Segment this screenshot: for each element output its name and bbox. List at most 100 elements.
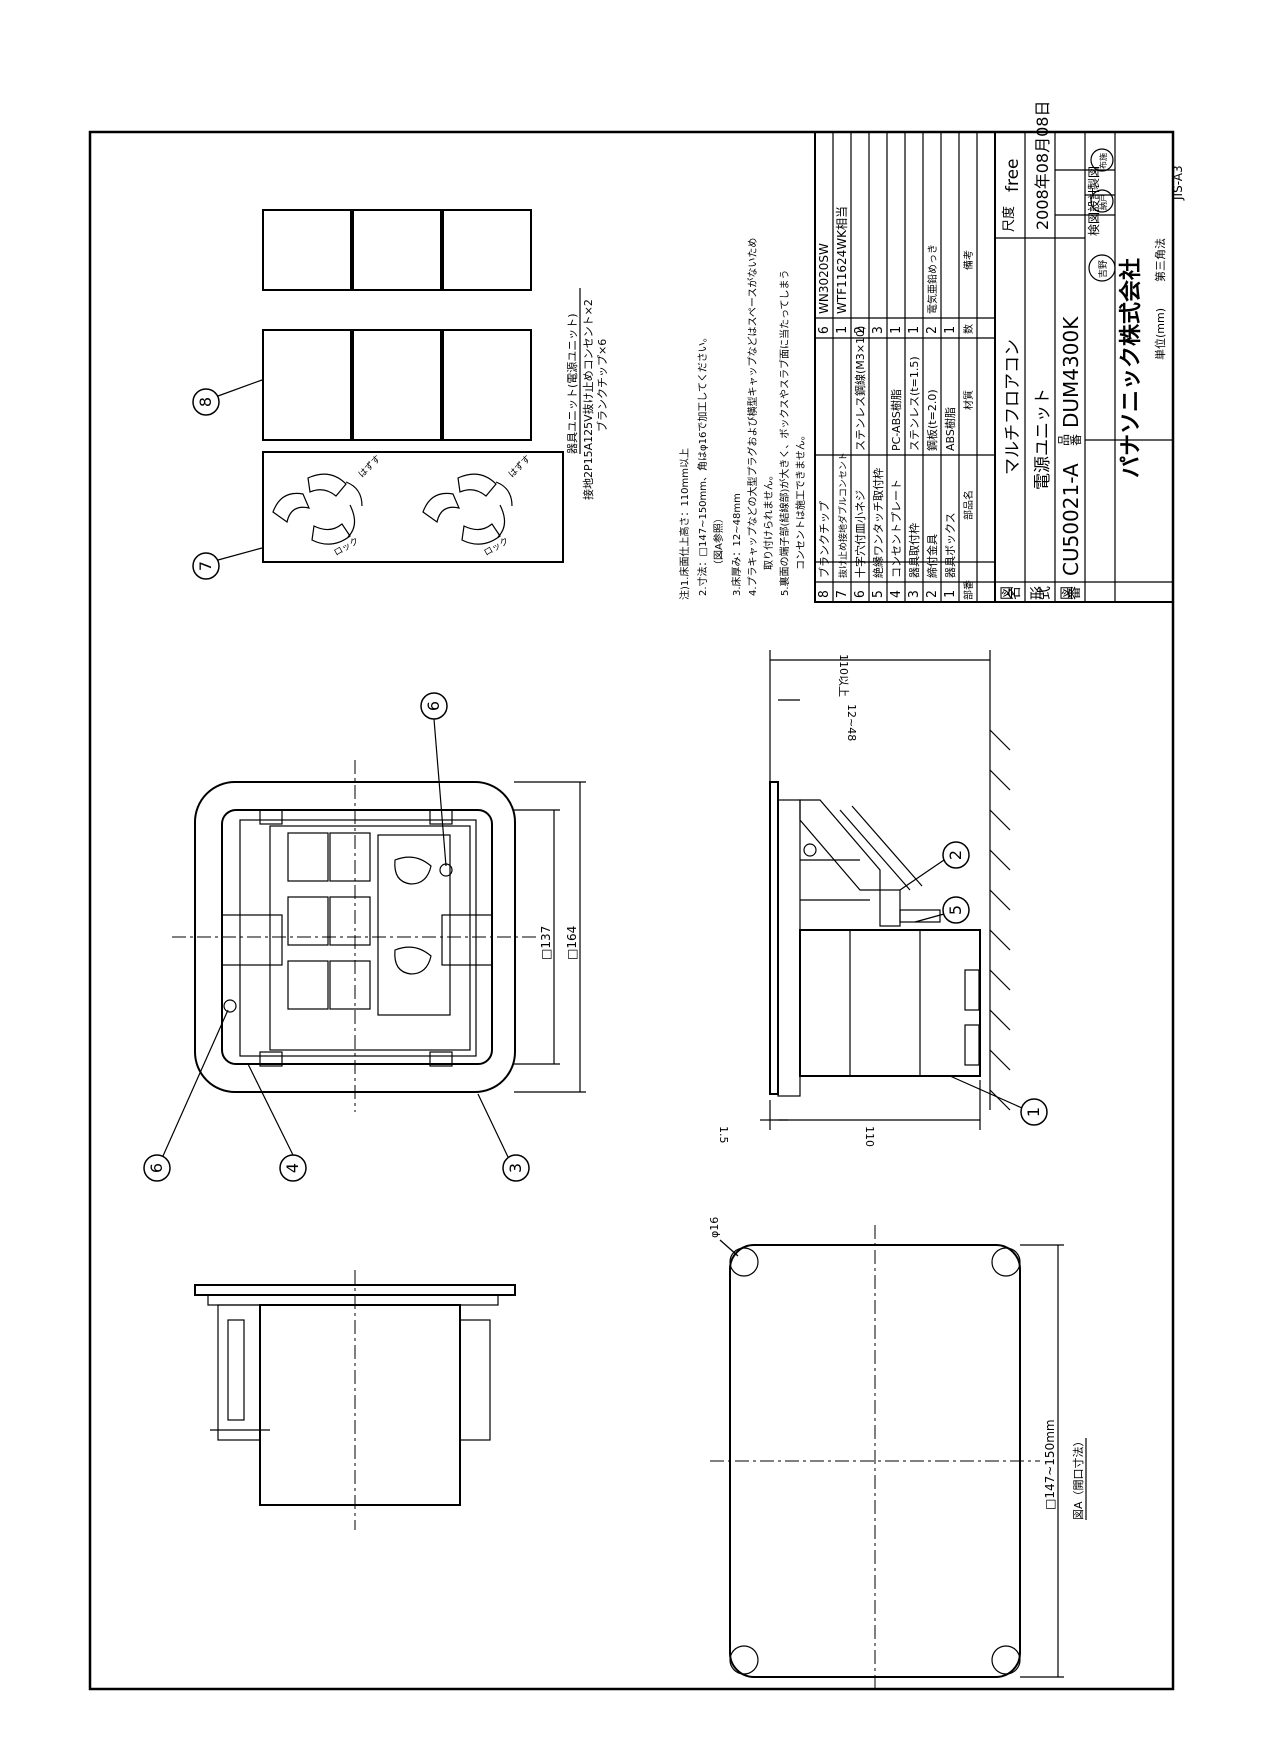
svg-text:布施: 布施 [1098, 153, 1108, 169]
svg-text:1: 1 [1024, 1107, 1043, 1117]
blank-chip [442, 329, 532, 441]
blank-chip-top [329, 960, 371, 1010]
blank-chip-top [329, 896, 371, 946]
dim-12-48: 12~48 [845, 704, 858, 741]
component-note-line2: ブランクチップ×6 [595, 339, 609, 432]
row-label-formula: 式 [1037, 586, 1053, 600]
blank-chip [442, 209, 532, 291]
svg-text:8: 8 [196, 397, 215, 407]
scale-label: 尺度 [1001, 206, 1017, 232]
opening-view: φ16 □147~150mm 図A（開口寸法） [708, 1217, 1087, 1690]
balloon-6a: 6 [420, 692, 448, 867]
parts-header-remarks: 備考 [962, 250, 975, 270]
stamp-check: 吉野 [1088, 254, 1116, 282]
side-box [259, 1304, 461, 1506]
outlet-top [377, 834, 451, 1016]
parts-row-3-qty: 1 [907, 326, 922, 334]
note-line-6: 取り付けられません。 [762, 470, 775, 570]
svg-text:6: 6 [147, 1163, 166, 1173]
blank-chip-top [287, 832, 329, 882]
balloon-6b: 6 [143, 1009, 229, 1182]
stamp-design: 納戸 [1090, 189, 1114, 213]
scale-value: free [1003, 158, 1023, 192]
balloon-1: 1 [949, 1075, 1048, 1126]
parts-row-1-material: ABS樹脂 [943, 407, 957, 451]
side-view [194, 1270, 516, 1530]
product-name: マルチフロアコン [1003, 339, 1023, 475]
parts-row-8-no: 8 [817, 590, 832, 598]
floor-plate [769, 781, 779, 1095]
cover-plate [239, 819, 477, 1057]
parts-row-3-name: 器具取付枠 [907, 523, 921, 578]
unit-plan-view: はずす はずす ロック ロック [262, 209, 564, 563]
balloon-2: 2 [899, 841, 970, 891]
parts-row-6-qty: 2 [853, 326, 868, 334]
blank-chip [262, 209, 352, 291]
stamp-draft: 布施 [1090, 148, 1114, 172]
row-label-drawing: 図 [1060, 586, 1076, 600]
parts-row-4-material: PC-ABS樹脂 [889, 389, 903, 451]
dim-137: □137 [539, 926, 553, 960]
svg-text:4: 4 [283, 1163, 302, 1173]
note-line-7: 5.裏面の端子部(結線部)が大きく、ボックスやスラブ面に当たってしまう [778, 269, 791, 596]
section-view [769, 720, 1011, 1111]
parts-row-3-material: ステンレス(t=1.5) [908, 356, 921, 451]
blank-chip [262, 329, 352, 441]
parts-row-2-qty: 2 [925, 326, 940, 334]
dim-147-150: □147~150mm [1043, 1419, 1057, 1510]
model-number: DUM4300K [1059, 316, 1083, 428]
balloon-4: 4 [247, 1063, 307, 1182]
component-note-line1: 接地2P15A125V抜け止めコンセント×2 [581, 299, 595, 500]
title-block-text: 図 名 マルチフロアコン 尺度 free 形 式 電源ユニット 2008年08月… [1000, 101, 1185, 600]
parts-row-4-no: 4 [889, 590, 904, 598]
drawing-title: 電源ユニット [1033, 388, 1053, 490]
parts-row-8-qty: 6 [817, 326, 832, 334]
parts-row-5-no: 5 [871, 590, 886, 598]
parts-row-8-name: ブランクチップ [817, 501, 831, 578]
parts-row-7-qty: 1 [835, 326, 850, 334]
note-line-3: （図A参照） [712, 513, 725, 570]
corner-hole [991, 1247, 1021, 1277]
svg-text:納戸: 納戸 [1098, 194, 1108, 210]
parts-row-8-remarks: WN3020SW [817, 243, 831, 314]
parts-row-1-no: 1 [943, 590, 958, 598]
screw [223, 999, 237, 1013]
socket-outlet-2 [422, 473, 513, 545]
parts-row-1-name: 器具ボックス [944, 512, 957, 578]
balloon-5: 5 [914, 896, 970, 924]
parts-row-4-name: コンセントプレート [890, 479, 903, 578]
component-note-heading: 器具ユニット(電源ユニット) [565, 313, 579, 454]
drawing-frame-visible [88, 130, 1175, 1691]
row-label-item: 品 [1057, 434, 1071, 446]
row-label-item-no: 番 [1069, 434, 1083, 446]
row-label-figure: 図 [1000, 586, 1016, 600]
svg-text:6: 6 [424, 701, 443, 711]
note-line-1: 注)1.床面仕上高さ：110mm以上 [678, 448, 691, 600]
remove-mark-2: はずす [506, 453, 533, 480]
blank-chip-top [287, 896, 329, 946]
corner-hole [729, 1247, 759, 1277]
svg-text:吉野: 吉野 [1098, 260, 1109, 278]
parts-row-2-name: 締付金具 [925, 534, 939, 578]
approval-label-design: 設計 [1086, 188, 1101, 212]
parts-row-7-no: 7 [835, 590, 850, 598]
figure-a-label: 図A（開口寸法） [1071, 1435, 1085, 1520]
parts-header-qty: 数 [962, 324, 975, 334]
row-label-shape: 形 [1030, 586, 1046, 600]
parts-row-3-no: 3 [907, 590, 922, 598]
parts-row-6-no: 6 [853, 590, 868, 598]
balloon-3: 3 [477, 1093, 530, 1182]
row-label-name: 名 [1007, 586, 1023, 600]
blank-chip [352, 329, 442, 441]
svg-text:3: 3 [506, 1163, 525, 1173]
dim-phi16: φ16 [708, 1217, 721, 1238]
parts-row-6-material: ステンレス鋼線(M3×10) [853, 326, 867, 451]
corner-hole [729, 1645, 759, 1675]
corner-hole [991, 1645, 1021, 1675]
device-box [799, 929, 981, 1077]
parts-table: 8 ブランクチップ 6 WN3020SW 7 抜け止め接地ダブルコンセント 1 … [817, 206, 975, 600]
parts-row-6-name: 十字穴付皿小ネジ [853, 490, 867, 578]
blank-chip-grid [262, 209, 532, 441]
sheet-size: JIS-A3 [1171, 165, 1185, 201]
